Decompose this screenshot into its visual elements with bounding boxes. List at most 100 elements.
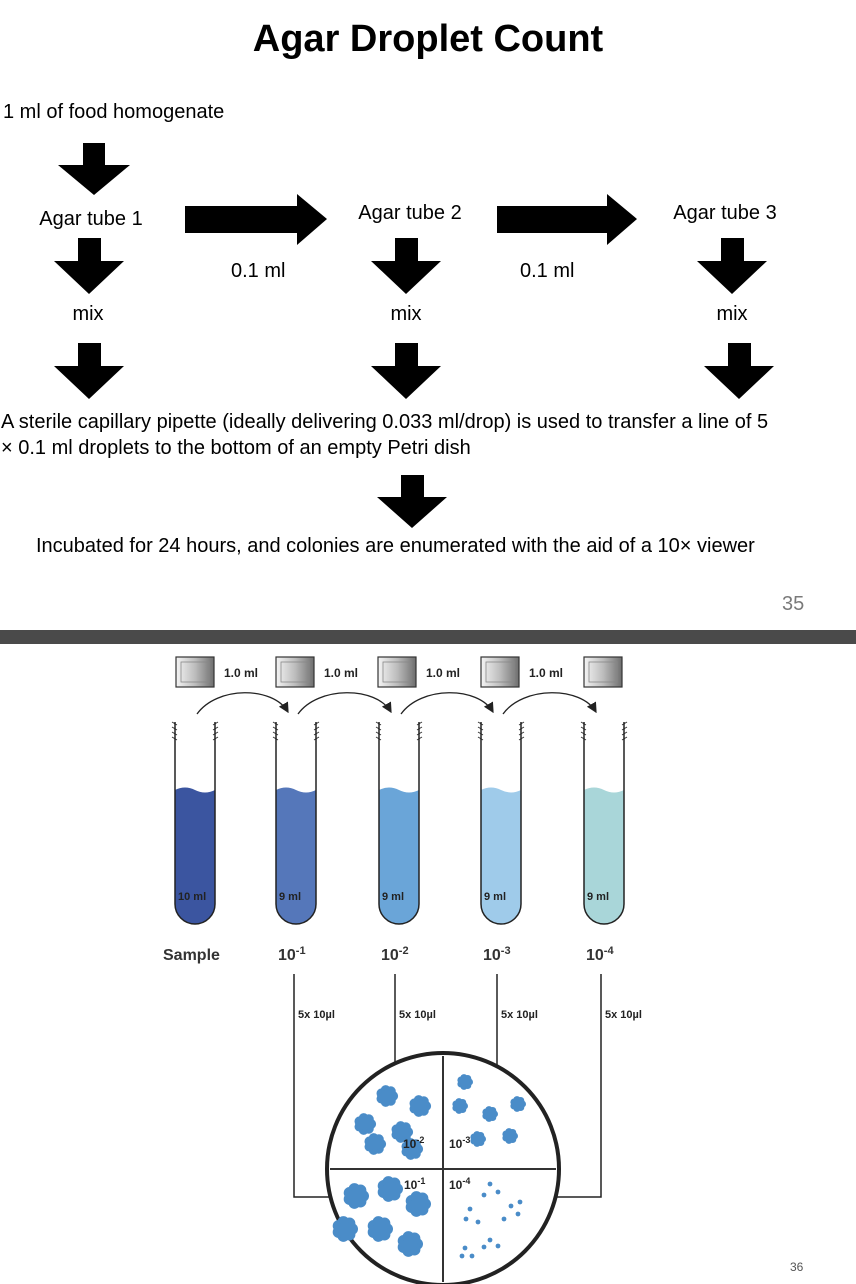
down-arrow	[377, 475, 447, 528]
colony	[343, 1183, 369, 1209]
mix-label: mix	[390, 303, 422, 325]
pipette-cap-inner	[280, 661, 310, 683]
transfer-label-1: 0.1 ml	[231, 260, 286, 282]
colony	[487, 1181, 493, 1187]
tube-liquid	[379, 787, 419, 924]
transfer-arrow	[297, 692, 392, 715]
colony	[364, 1133, 387, 1155]
plating-volume-label: 5x 10µl	[605, 1009, 642, 1021]
flow-arrows	[54, 143, 774, 528]
plating-volume-label: 5x 10µl	[298, 1009, 335, 1021]
colony	[510, 1096, 527, 1112]
transfer-arrows	[196, 692, 597, 715]
transfer-volume-label: 1.0 ml	[529, 666, 563, 680]
colony	[495, 1243, 501, 1249]
agar-tube-3-label: Agar tube 3	[673, 202, 777, 224]
pipette-cap-inner	[588, 661, 618, 683]
tube-volume-label: 10 ml	[178, 891, 206, 903]
quadrant-label: 10-1	[404, 1176, 425, 1192]
colony	[377, 1176, 403, 1202]
colony	[452, 1098, 468, 1114]
colony	[467, 1206, 473, 1212]
transfer-arrow	[400, 692, 494, 715]
pipette-caps	[175, 656, 623, 688]
transfer-volume-labels: 1.0 ml 1.0 ml 1.0 ml 1.0 ml	[224, 666, 563, 680]
tube-liquid	[175, 787, 215, 924]
right-arrow	[497, 194, 637, 245]
tube-outline	[174, 722, 216, 925]
colony	[409, 1095, 432, 1117]
colony	[367, 1216, 393, 1242]
tube-liquid	[584, 787, 624, 924]
colony	[501, 1216, 507, 1222]
tube-liquid	[481, 787, 521, 924]
colony	[462, 1245, 468, 1251]
right-arrow	[185, 194, 327, 245]
down-arrow	[54, 238, 124, 294]
agar-tube-2-label: Agar tube 2	[358, 202, 462, 224]
serial-dilution-diagram: 1.0 ml 1.0 ml 1.0 ml 1.0 ml 10 ml Sample 9 ml…	[163, 656, 804, 1284]
tube-volume-label: 9 ml	[587, 891, 609, 903]
colony	[508, 1203, 514, 1209]
colony	[397, 1231, 423, 1257]
tube-label: 10-4	[586, 945, 614, 964]
pipette-cap-inner	[180, 661, 210, 683]
tube-volume-label: 9 ml	[382, 891, 404, 903]
pipette-cap	[377, 656, 417, 688]
transfer-volume-label: 1.0 ml	[426, 666, 460, 680]
mix-label: mix	[72, 303, 104, 325]
page-number: 36	[790, 1260, 804, 1274]
down-arrow	[371, 238, 441, 294]
petri-dish: 10-2 10-3 10-1 10-4	[325, 1051, 561, 1284]
colony	[376, 1085, 399, 1107]
tube-volume-label: 9 ml	[279, 891, 301, 903]
tube-outline	[480, 722, 522, 925]
pipette-cap	[480, 656, 520, 688]
colony	[502, 1128, 518, 1144]
transfer-arrow	[196, 692, 289, 715]
colony	[482, 1106, 498, 1122]
mix-label: mix	[716, 303, 748, 325]
transfer-volume-label: 1.0 ml	[324, 666, 358, 680]
colony	[495, 1189, 501, 1195]
colony	[332, 1216, 358, 1242]
pipette-cap	[175, 656, 215, 688]
colony	[481, 1192, 487, 1198]
colony	[515, 1211, 521, 1217]
plating-volume-label: 5x 10µl	[399, 1009, 436, 1021]
down-arrow	[371, 343, 441, 399]
pipette-cap	[583, 656, 623, 688]
tube-label: 10-2	[381, 945, 409, 964]
colony	[405, 1191, 431, 1217]
colony	[463, 1216, 469, 1222]
colony	[481, 1244, 487, 1250]
tube-label: 10-1	[278, 945, 306, 964]
quadrant-label: 10-3	[449, 1135, 470, 1151]
quadrant-label: 10-4	[449, 1176, 470, 1192]
colony	[459, 1253, 465, 1259]
colony	[487, 1237, 493, 1243]
tube-volume-label: 9 ml	[484, 891, 506, 903]
down-arrow	[54, 343, 124, 399]
pipette-text-line1: A sterile capillary pipette (ideally del…	[1, 411, 769, 433]
source-label: 1 ml of food homogenate	[3, 101, 225, 123]
pipette-cap-inner	[485, 661, 515, 683]
tube-outline	[583, 722, 625, 925]
incubation-text: Incubated for 24 hours, and colonies are…	[36, 535, 755, 557]
colony	[354, 1113, 377, 1135]
colony	[517, 1199, 523, 1205]
quadrant-label: 10-2	[403, 1135, 424, 1151]
transfer-volume-label: 1.0 ml	[224, 666, 258, 680]
colony	[457, 1074, 473, 1090]
tube-label: Sample	[163, 947, 220, 964]
slide-35: Agar Droplet Count 1 ml of food homogena…	[0, 0, 856, 630]
plating-volume-label: 5x 10µl	[501, 1009, 538, 1021]
down-arrow	[697, 238, 767, 294]
down-arrow	[704, 343, 774, 399]
page-number: 35	[782, 593, 805, 615]
down-arrow	[58, 143, 130, 195]
colony	[475, 1219, 481, 1225]
test-tubes	[171, 721, 628, 925]
pipette-cap	[275, 656, 315, 688]
